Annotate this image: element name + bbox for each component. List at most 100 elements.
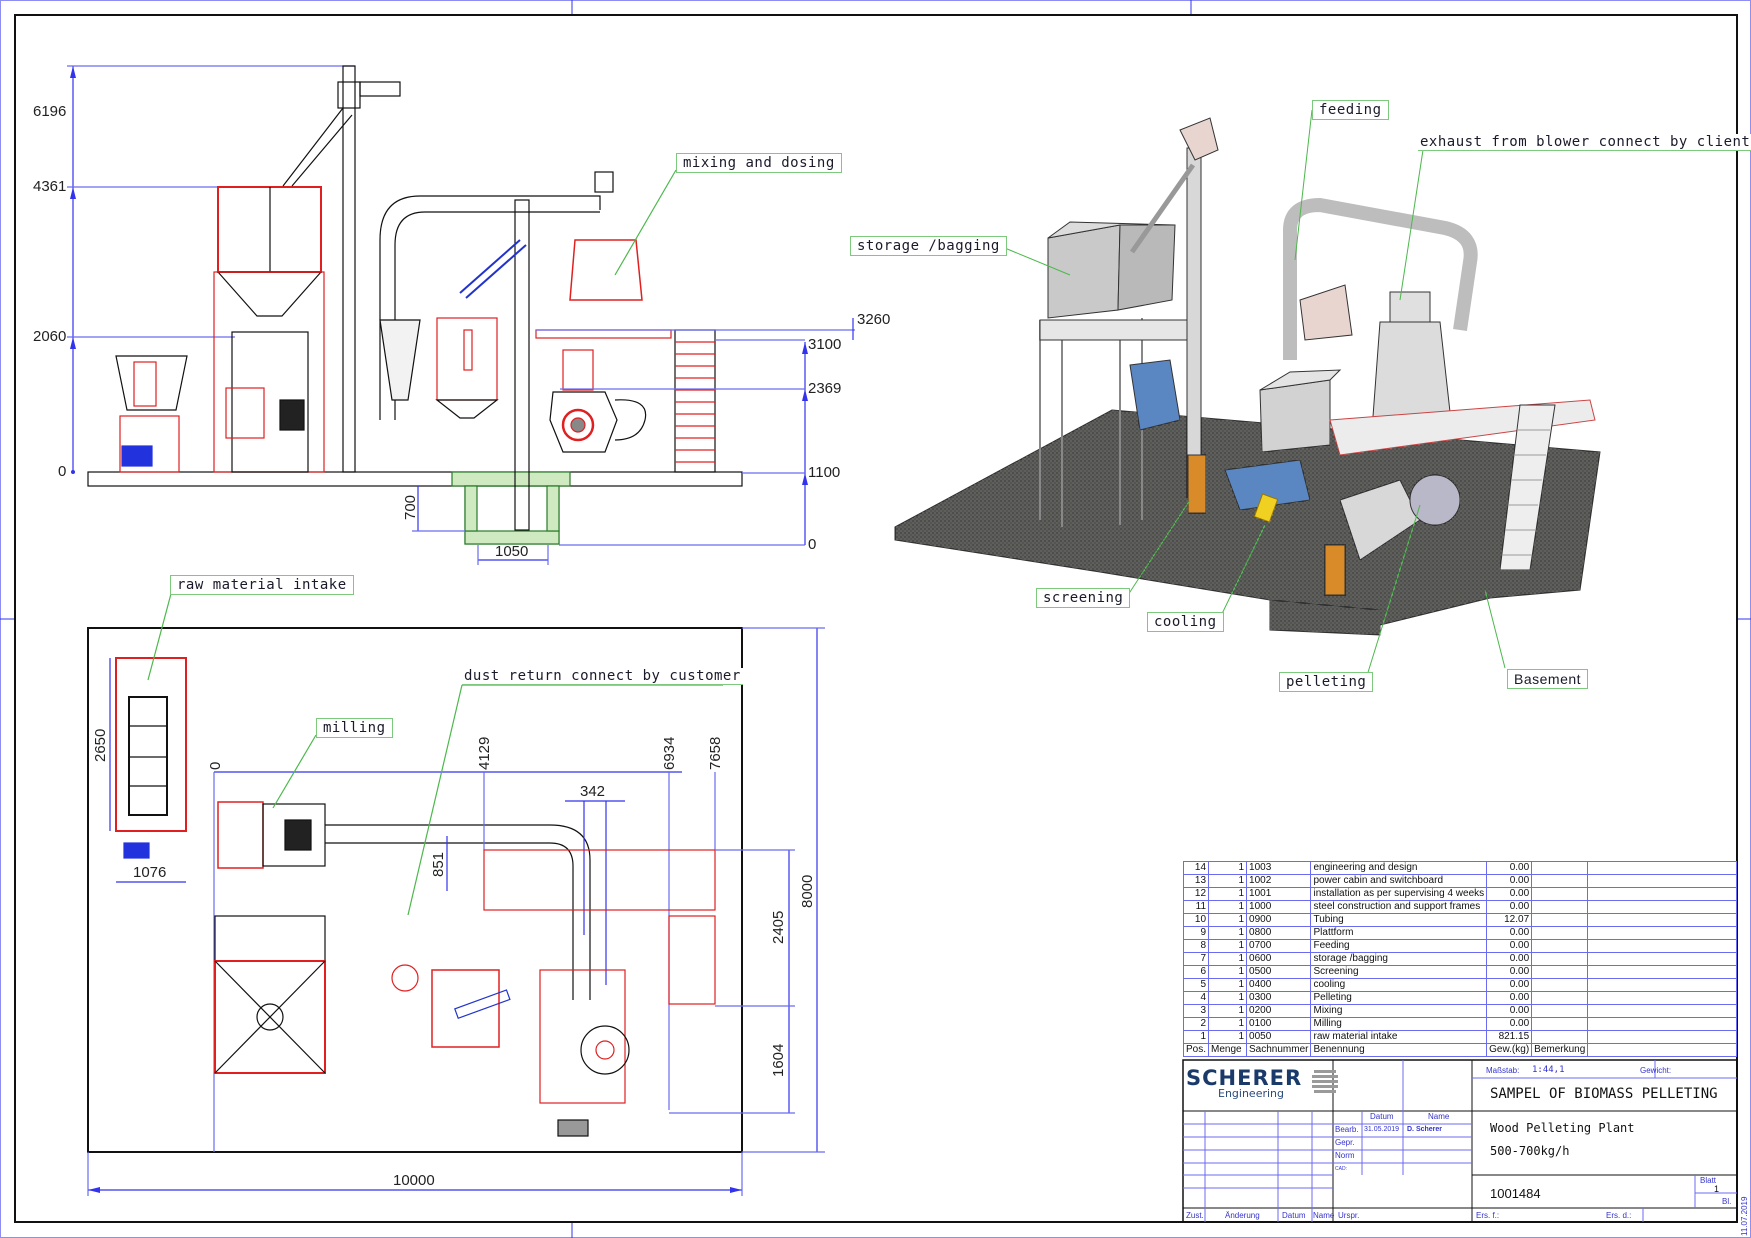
label-screening: screening: [1036, 588, 1131, 608]
label-dust-return: dust return connect by customer: [462, 668, 743, 685]
label-cooling: cooling: [1147, 612, 1224, 632]
row-weight: 0.00: [1486, 965, 1533, 979]
rev-datum-label: Datum: [1282, 1211, 1306, 1220]
row-part-number: 0800: [1246, 926, 1312, 940]
logo-sub-text: Engineering: [1218, 1087, 1284, 1100]
plan-view: [87, 589, 825, 1196]
row-name: Milling: [1310, 1017, 1488, 1031]
norm-label: Norm: [1335, 1151, 1355, 1160]
row-remark: [1531, 913, 1589, 927]
row-qty: 1: [1208, 861, 1248, 875]
row-part-number: 0500: [1246, 965, 1312, 979]
dim-8000: 8000: [799, 874, 816, 908]
row-qty: 1: [1208, 874, 1248, 888]
label-storage-bagging: storage /bagging: [850, 236, 1007, 256]
row-weight: 0.00: [1486, 991, 1533, 1005]
row-qty: 1: [1208, 900, 1248, 914]
aenderung-label: Änderung: [1225, 1211, 1260, 1220]
row-part-number: 0100: [1246, 1017, 1312, 1031]
row-part-number: 1000: [1246, 900, 1312, 914]
row-pos: 6: [1182, 965, 1210, 979]
row-part-number: 1002: [1246, 874, 1312, 888]
bl-label: Bl.: [1722, 1197, 1732, 1206]
row-part-number: 0050: [1246, 1030, 1312, 1044]
row-extra: [1587, 913, 1737, 927]
inner-frame: [14, 14, 1738, 1223]
row-weight: 0.00: [1486, 861, 1533, 875]
dim-4129: 4129: [476, 736, 493, 770]
row-pos: 7: [1182, 952, 1210, 966]
row-part-number: 0200: [1246, 1004, 1312, 1018]
row-remark: [1531, 926, 1589, 940]
row-name: Feeding: [1310, 939, 1488, 953]
dim-intake-length: 2650: [92, 728, 109, 762]
row-pos: 9: [1182, 926, 1210, 940]
weight-label: Gewicht:: [1640, 1066, 1672, 1075]
cad-label: CAD:: [1335, 1166, 1347, 1172]
row-qty: 1: [1208, 952, 1248, 966]
row-pos: 10: [1182, 913, 1210, 927]
header-menge: Menge: [1208, 1043, 1248, 1057]
blatt-label: Blatt: [1700, 1176, 1717, 1185]
row-weight: 821.15: [1486, 1030, 1533, 1044]
iso-view: [894, 109, 1728, 683]
dim-pit-width: 1050: [495, 543, 529, 560]
scale-value: 1:44,1: [1532, 1065, 1565, 1075]
row-name: installation as per supervising 4 weeks: [1310, 887, 1488, 901]
row-extra: [1587, 861, 1737, 875]
row-weight: 0.00: [1486, 926, 1533, 940]
row-name: Tubing: [1310, 913, 1488, 927]
dim-height-0: 0: [58, 463, 67, 480]
header-sachnummer: Sachnummer: [1246, 1043, 1312, 1057]
row-name: Screening: [1310, 965, 1488, 979]
row-remark: [1531, 939, 1589, 953]
bearb-date: 31.05.2019: [1364, 1126, 1400, 1133]
row-weight: 0.00: [1486, 887, 1533, 901]
company-logo: SCHERER Engineering: [1186, 1068, 1338, 1100]
row-qty: 1: [1208, 1004, 1248, 1018]
row-extra: [1587, 978, 1737, 992]
dim-10000: 10000: [393, 1172, 435, 1189]
row-pos: 5: [1182, 978, 1210, 992]
rev-name-label: Name: [1313, 1211, 1335, 1220]
header-benennung: Benennung: [1310, 1043, 1488, 1057]
dim-342: 342: [580, 783, 606, 800]
dim-1100: 1100: [808, 464, 841, 481]
bearb-label: Bearb.: [1335, 1125, 1359, 1134]
header-pos: Pos.: [1182, 1043, 1210, 1057]
label-basement: Basement: [1507, 669, 1589, 689]
row-weight: 0.00: [1486, 978, 1533, 992]
dim-height-2060: 2060: [33, 328, 67, 345]
zust-label: Zust.: [1186, 1211, 1204, 1220]
header-extra: [1587, 1043, 1737, 1057]
label-mixing-dosing: mixing and dosing: [676, 153, 842, 173]
row-extra: [1587, 874, 1737, 888]
ers-d-label: Ers. d.:: [1606, 1211, 1632, 1220]
row-name: storage /bagging: [1310, 952, 1488, 966]
row-qty: 1: [1208, 991, 1248, 1005]
row-weight: 0.00: [1486, 874, 1533, 888]
row-extra: [1587, 952, 1737, 966]
dim-851: 851: [430, 851, 447, 877]
dim-intake-width: 1076: [133, 864, 167, 881]
dim-2405: 2405: [770, 910, 787, 944]
row-weight: 12.07: [1486, 913, 1533, 927]
row-pos: 1: [1182, 1030, 1210, 1044]
row-part-number: 0600: [1246, 952, 1312, 966]
dim-1604: 1604: [770, 1043, 787, 1077]
blatt-value: 1: [1714, 1184, 1720, 1194]
scale-label: Maßstab:: [1486, 1066, 1520, 1075]
gepr-label: Gepr.: [1335, 1138, 1355, 1147]
row-remark: [1531, 874, 1589, 888]
row-qty: 1: [1208, 926, 1248, 940]
dim-3260: 3260: [857, 311, 891, 328]
row-name: power cabin and switchboard: [1310, 874, 1488, 888]
